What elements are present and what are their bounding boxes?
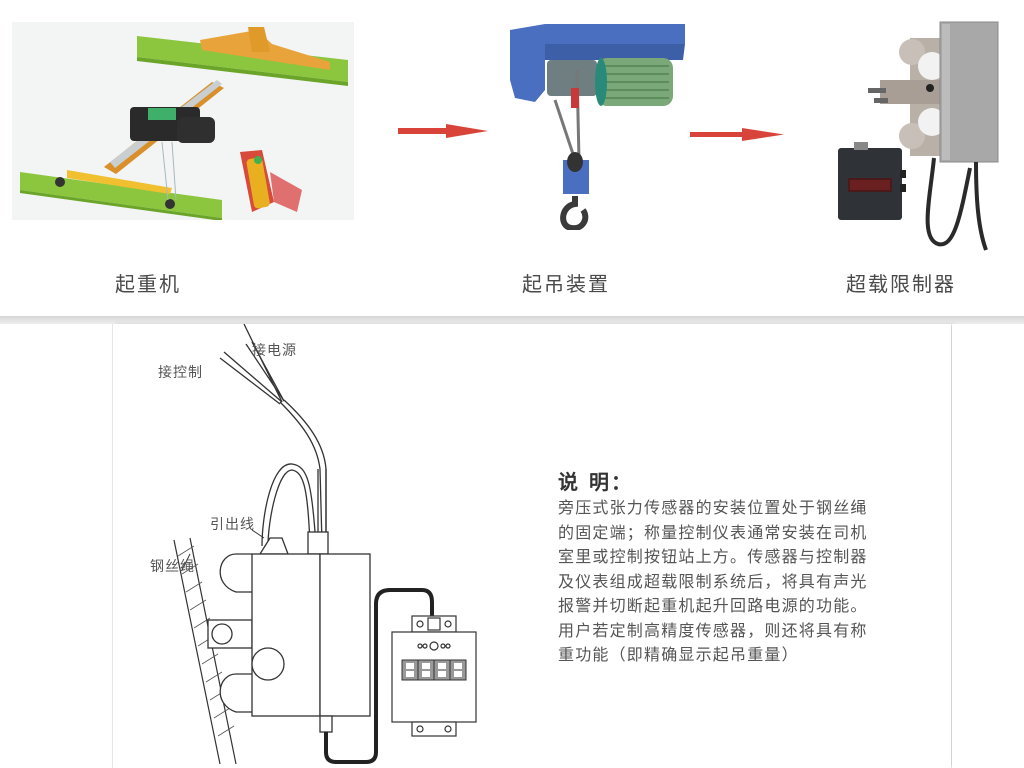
description-title: 说 明： — [558, 470, 633, 494]
section-divider — [0, 316, 1024, 324]
arrow-right-icon — [398, 124, 488, 138]
label-power: 接电源 — [252, 343, 297, 359]
top-rail — [137, 36, 348, 82]
crane-image — [12, 22, 354, 220]
label-wire-rope: 钢丝绳 — [150, 559, 195, 575]
caption-hoist: 起吊装置 — [522, 272, 610, 296]
right-gutter — [952, 324, 1024, 768]
description-line: 旁压式张力传感器的安装位置处于钢丝绳 — [558, 498, 868, 517]
arrow-right-icon — [690, 128, 784, 141]
caption-crane: 起重机 — [115, 272, 181, 296]
label-control: 接控制 — [158, 365, 203, 381]
remote-controller — [240, 150, 302, 212]
description-line: 的固定端；称量控制仪表通常安装在司机 — [558, 522, 868, 542]
hoist-image — [510, 24, 685, 230]
limiter-image — [838, 21, 999, 251]
description-line: 室里或控制按钮站上方。传感器与控制器 — [558, 547, 868, 566]
hoist-frame — [510, 24, 685, 102]
description-line: 用户若定制高精度传感器，则还将具有称 — [558, 620, 868, 640]
label-lead-wire: 引出线 — [210, 517, 255, 533]
description-line: 及仪表组成超载限制系统后，将具有声光 — [558, 571, 868, 591]
description-line: 重功能（即精确显示起吊重量） — [558, 645, 799, 664]
hook — [560, 196, 589, 230]
installation-diagram — [173, 324, 477, 765]
caption-limiter: 超载限制器 — [846, 272, 956, 296]
description-body: 旁压式张力传感器的安装位置处于钢丝绳 的固定端；称量控制仪表通常安装在司机 室里… — [558, 496, 928, 668]
description-line: 报警并切断起重机起升回路电源的功能。 — [558, 596, 868, 615]
